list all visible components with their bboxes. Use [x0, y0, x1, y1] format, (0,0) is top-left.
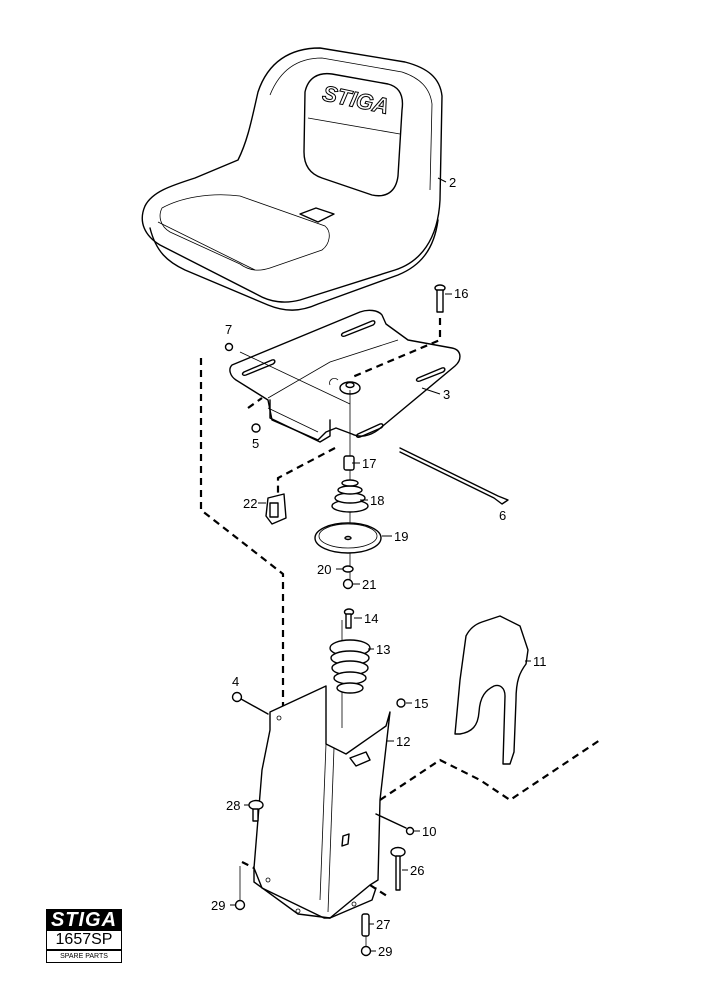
seat: STIGA: [141, 47, 443, 311]
callout-29-left: 29: [211, 898, 225, 913]
callout-3: 3: [443, 387, 450, 402]
callout-17: 17: [362, 456, 376, 471]
callout-20: 20: [317, 562, 331, 577]
callout-18: 18: [370, 493, 384, 508]
spacer-27: [361, 913, 370, 937]
switch-22: [265, 493, 287, 525]
guard-11: [454, 615, 529, 765]
callout-14: 14: [364, 611, 378, 626]
callout-5: 5: [252, 436, 259, 451]
callout-10: 10: [422, 824, 436, 839]
badge-code: 1657SP: [46, 931, 122, 950]
spring-13: [329, 639, 371, 694]
callout-4: 4: [232, 674, 239, 689]
seat-bracket-12: [253, 685, 391, 919]
seat-plate: [229, 309, 461, 443]
spare-parts-badge: STIGA 1657SP SPARE PARTS: [46, 909, 122, 963]
callout-6: 6: [499, 508, 506, 523]
callout-22: 22: [243, 496, 257, 511]
badge-subtitle: SPARE PARTS: [46, 950, 122, 963]
bolt-14: [343, 608, 355, 629]
callout-15: 15: [414, 696, 428, 711]
nut-29-left: [234, 899, 246, 911]
callout-28: 28: [226, 798, 240, 813]
callout-16: 16: [454, 286, 468, 301]
washer-20: [342, 565, 354, 573]
nut-7: [224, 342, 234, 352]
nut-21: [342, 578, 354, 590]
adjust-lever: [399, 447, 509, 505]
bolt-16: [434, 284, 446, 313]
nut-5: [251, 423, 261, 433]
bolt-26: [390, 846, 406, 891]
callout-leaders: [230, 177, 531, 952]
callout-11: 11: [533, 654, 547, 669]
callout-27: 27: [376, 917, 390, 932]
screw-10: [375, 813, 415, 836]
nut-15: [396, 698, 406, 708]
callout-26: 26: [410, 863, 424, 878]
callout-labels: 2 3 4 5 6 7 10 11 12 13 14 15 16 17 18 1…: [211, 175, 547, 959]
callout-29-right: 29: [378, 944, 392, 959]
callout-19: 19: [394, 529, 408, 544]
disc-19: [314, 522, 382, 554]
callout-2: 2: [449, 175, 456, 190]
callout-21: 21: [362, 577, 376, 592]
bolt-4: [231, 691, 269, 715]
callout-7: 7: [225, 322, 232, 337]
bellows-18: [331, 479, 369, 513]
badge-brand: STIGA: [46, 909, 122, 931]
seat-logo-text: STIGA: [320, 80, 391, 118]
callout-12: 12: [396, 734, 410, 749]
nut-29-right: [360, 945, 372, 957]
callout-13: 13: [376, 642, 390, 657]
